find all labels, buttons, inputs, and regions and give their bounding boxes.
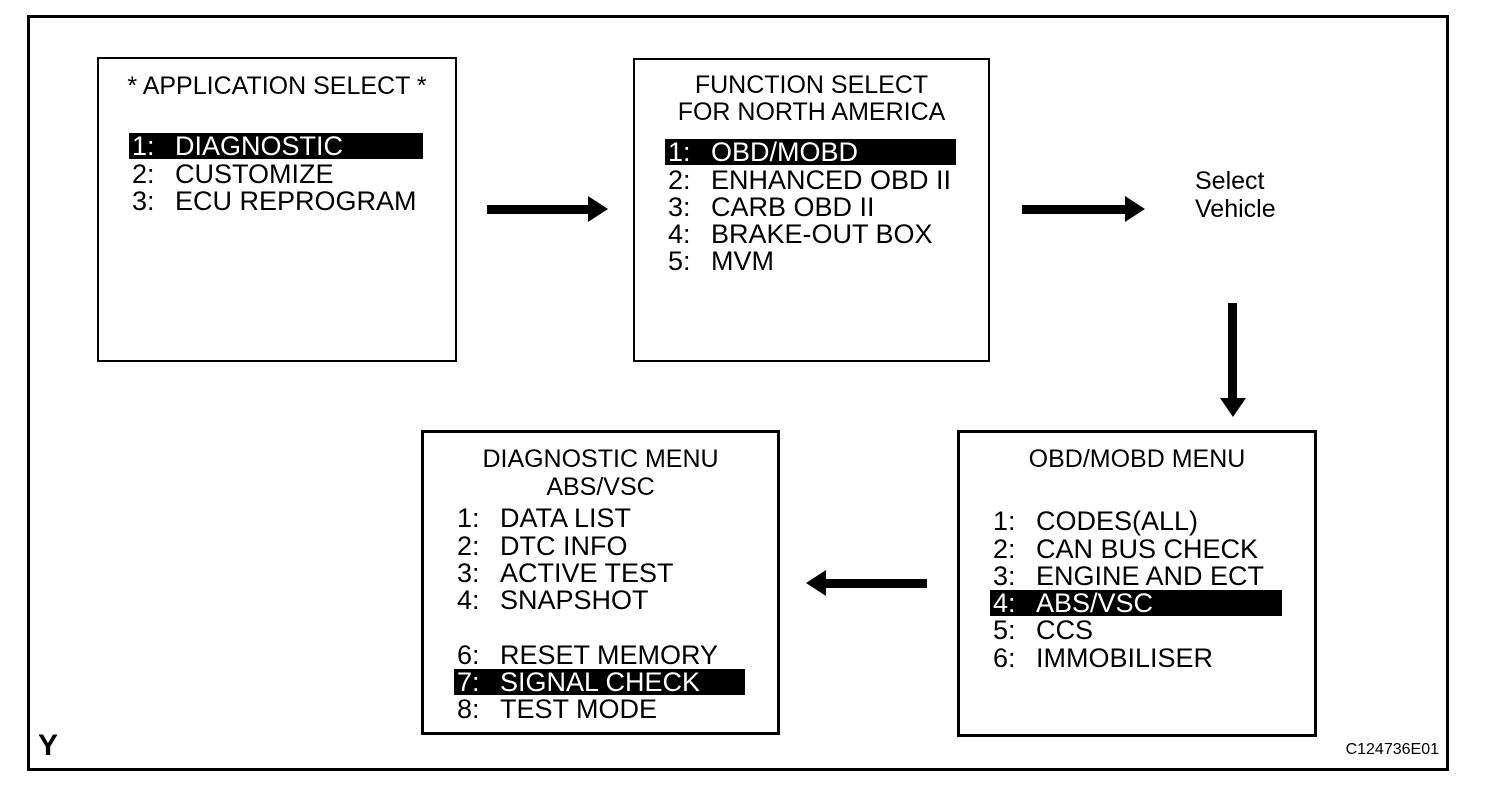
arrow-shaft <box>1022 205 1125 214</box>
select-vehicle-label: Select Vehicle <box>1195 167 1276 223</box>
menu-item-number: 4: <box>993 588 1016 618</box>
menu-item-number: 3: <box>132 185 155 216</box>
screen-title: DIAGNOSTIC MENU ABS/VSC <box>424 445 777 501</box>
menu-item-label: DTC INFO <box>500 530 628 561</box>
menu-item-label: OBD/MOBD <box>711 137 859 168</box>
arrow-head <box>1220 398 1246 417</box>
menu-item-label: CCS <box>1036 615 1094 646</box>
flow-arrow-right-icon <box>487 196 608 222</box>
menu-item-dtc-info: 2: DTC INFO <box>454 530 745 561</box>
menu-item-label: CUSTOMIZE <box>175 158 334 189</box>
menu-item-carb-obd-ii: 3: CARB OBD II <box>665 191 956 222</box>
screen-title: * APPLICATION SELECT * <box>127 72 427 100</box>
menu-item-obd-mobd: 1: OBD/MOBD <box>665 137 956 168</box>
menu-item-ecu-reprogram: 3: ECU REPROGRAM <box>129 185 423 216</box>
menu-item-number: 1: <box>132 131 155 162</box>
menu-item-immobiliser: 6: IMMOBILISER <box>990 642 1282 673</box>
menu-item-number: 8: <box>457 694 480 724</box>
screen-application-select: * APPLICATION SELECT * 1: DIAGNOSTIC 2: CU… <box>97 57 457 362</box>
menu-list: 1: OBD/MOBD 2: ENHANCED OBD II 3: CARB OBD … <box>665 138 956 276</box>
menu-item-customize: 2: CUSTOMIZE <box>129 158 423 189</box>
menu-item-mvm: 5: MVM <box>665 246 956 277</box>
menu-item-active-test: 3: ACTIVE TEST <box>454 557 745 588</box>
menu-list: 1: DATA LIST 2: DTC INFO 3: ACTIVE TEST 4: S… <box>454 504 745 723</box>
menu-item-number: 1: <box>457 503 480 534</box>
arrow-head <box>1125 196 1145 222</box>
menu-item-label: RESET MEMORY <box>500 639 719 670</box>
menu-item-label: CAN BUS CHECK <box>1036 533 1259 564</box>
menu-item-number: 1: <box>668 137 691 168</box>
menu-item-number: 5: <box>668 246 691 277</box>
menu-item-label: SNAPSHOT <box>500 585 649 615</box>
menu-item-label: CODES(ALL) <box>1036 506 1199 537</box>
arrow-head <box>588 196 608 222</box>
menu-item-number: 3: <box>457 557 480 588</box>
menu-item-number: 7: <box>457 666 480 697</box>
menu-item-data-list: 1: DATA LIST <box>454 503 745 534</box>
menu-item-number: 1: <box>993 506 1016 537</box>
menu-item-can-bus-check: 2: CAN BUS CHECK <box>990 533 1282 564</box>
menu-item-blank <box>454 614 745 640</box>
menu-item-reset-memory: 6: RESET MEMORY <box>454 639 745 670</box>
menu-item-abs-vsc: 4: ABS/VSC <box>990 588 1282 618</box>
menu-item-label: DATA LIST <box>500 503 632 534</box>
screen-title: OBD/MOBD MENU <box>1028 445 1246 473</box>
menu-item-number: 4: <box>457 585 480 615</box>
menu-item-label: MVM <box>711 246 774 277</box>
screen-title-line2: ABS/VSC <box>546 473 655 501</box>
select-vehicle-line2: Vehicle <box>1195 195 1276 223</box>
menu-item-number: 2: <box>993 533 1016 564</box>
menu-item-number: 6: <box>457 639 480 670</box>
menu-item-codes-all: 1: CODES(ALL) <box>990 506 1282 537</box>
menu-item-engine-and-ect: 3: ENGINE AND ECT <box>990 560 1282 591</box>
screen-title: FUNCTION SELECT FOR NORTH AMERICA <box>635 72 988 126</box>
screen-diagnostic-menu: DIAGNOSTIC MENU ABS/VSC 1: DATA LIST 2: DT… <box>421 430 780 735</box>
menu-item-number: 2: <box>457 530 480 561</box>
arrow-shaft <box>487 205 588 214</box>
menu-item-number: 2: <box>132 158 155 189</box>
menu-item-label: ENHANCED OBD II <box>711 164 952 195</box>
menu-item-label: TEST MODE <box>500 694 658 724</box>
menu-item-snapshot: 4: SNAPSHOT <box>454 585 745 615</box>
menu-item-number: 2: <box>668 164 691 195</box>
menu-item-number: 6: <box>993 642 1016 673</box>
menu-item-label: ENGINE AND ECT <box>1036 560 1265 591</box>
flow-arrow-right-icon <box>1022 196 1145 222</box>
menu-item-test-mode: 8: TEST MODE <box>454 694 745 724</box>
menu-item-ccs: 5: CCS <box>990 615 1282 646</box>
flow-arrow-left-icon <box>806 570 927 596</box>
arrow-head <box>806 570 826 596</box>
menu-item-number: 3: <box>668 191 691 222</box>
menu-list: 1: DIAGNOSTIC 2: CUSTOMIZE 3: ECU REPROGRAM <box>129 132 423 215</box>
menu-item-label: SIGNAL CHECK <box>500 666 701 697</box>
menu-item-enhanced-obd-ii: 2: ENHANCED OBD II <box>665 164 956 195</box>
menu-item-label: ECU REPROGRAM <box>175 185 417 216</box>
screen-obd-mobd-menu: OBD/MOBD MENU 1: CODES(ALL) 2: CAN BUS CHE… <box>957 430 1317 737</box>
screen-title-line2: FOR NORTH AMERICA <box>677 98 946 126</box>
corner-mark-y: Y <box>38 729 59 762</box>
menu-item-number: 3: <box>993 560 1016 591</box>
menu-item-number: 4: <box>668 219 691 249</box>
screen-function-select: FUNCTION SELECT FOR NORTH AMERICA 1: OBD/… <box>633 58 990 362</box>
screen-title-line1: FUNCTION SELECT <box>694 71 929 99</box>
menu-item-label: DIAGNOSTIC <box>175 131 344 162</box>
menu-item-label: ACTIVE TEST <box>500 557 674 588</box>
menu-item-brake-out-box: 4: BRAKE-OUT BOX <box>665 219 956 249</box>
figure-code: C124736E01 <box>1345 741 1439 758</box>
menu-item-diagnostic: 1: DIAGNOSTIC <box>129 131 423 162</box>
flow-arrow-down-icon <box>1220 303 1246 417</box>
menu-item-label: BRAKE-OUT BOX <box>711 219 933 249</box>
menu-item-number: 5: <box>993 615 1016 646</box>
menu-item-signal-check: 7: SIGNAL CHECK <box>454 666 745 697</box>
menu-item-label: CARB OBD II <box>711 191 875 222</box>
screen-title-line1: DIAGNOSTIC MENU <box>482 445 719 473</box>
arrow-shaft <box>1228 303 1237 398</box>
menu-item-label: ABS/VSC <box>1036 588 1154 618</box>
select-vehicle-line1: Select <box>1195 167 1265 195</box>
menu-list: 1: CODES(ALL) 2: CAN BUS CHECK 3: ENGINE AN… <box>990 507 1282 672</box>
menu-item-label: IMMOBILISER <box>1036 642 1214 673</box>
arrow-shaft <box>826 579 927 588</box>
